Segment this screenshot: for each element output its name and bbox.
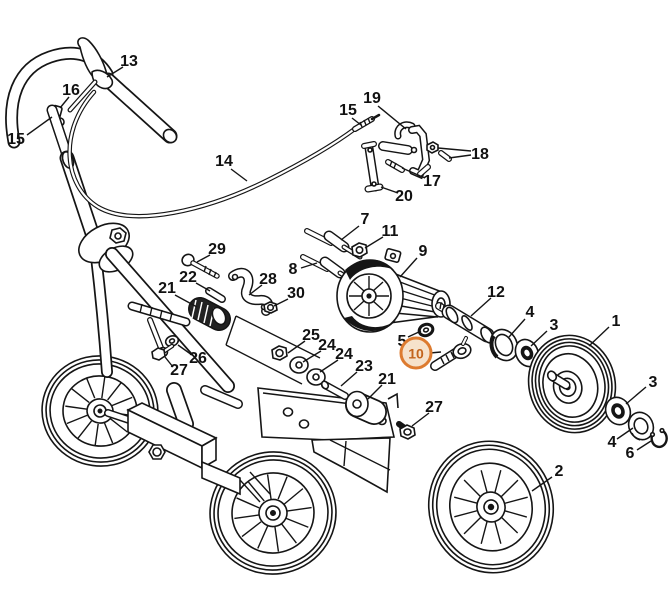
nut-30 — [263, 301, 278, 314]
bracket-28 — [228, 267, 274, 316]
pin-22 — [205, 287, 226, 303]
roller-21-upper — [188, 297, 231, 331]
bearing-3b — [604, 396, 632, 426]
nut-11 — [351, 242, 368, 258]
pin-17 — [385, 159, 405, 173]
link-strap-20 — [361, 141, 384, 193]
bolt-27b — [396, 421, 416, 440]
lower-frame — [104, 382, 271, 503]
left-fork-tube — [90, 250, 113, 378]
shaft-12 — [435, 302, 495, 344]
washer-24a — [289, 356, 309, 374]
nut-25 — [271, 345, 288, 361]
throttle-cable — [67, 89, 359, 219]
bushing-4a — [489, 328, 519, 362]
fender-plate — [311, 437, 391, 494]
crank-handle-10 — [430, 336, 472, 371]
washer-24b — [306, 368, 326, 386]
pin-23 — [320, 380, 349, 400]
belt-pulley-9 — [336, 248, 451, 333]
wheel-1 — [527, 334, 617, 434]
wheel-2 — [427, 440, 555, 574]
bolt-29 — [181, 253, 220, 279]
bolt-27a — [151, 343, 175, 361]
throttle-lever — [67, 37, 114, 113]
support-arm — [225, 315, 321, 385]
roller-21-lower — [345, 390, 387, 425]
wheel-1-axle-stub — [546, 370, 571, 390]
nut-and-pin-18 — [426, 141, 452, 162]
handle-grip — [100, 72, 178, 144]
bushing-4b — [627, 411, 655, 441]
leader-lines — [26, 66, 652, 492]
cable-end-fitting — [352, 113, 381, 132]
control-lever-19 — [378, 121, 431, 180]
washer-5 — [417, 322, 435, 338]
snap-ring-6 — [649, 427, 668, 449]
front-wheel — [209, 451, 337, 575]
